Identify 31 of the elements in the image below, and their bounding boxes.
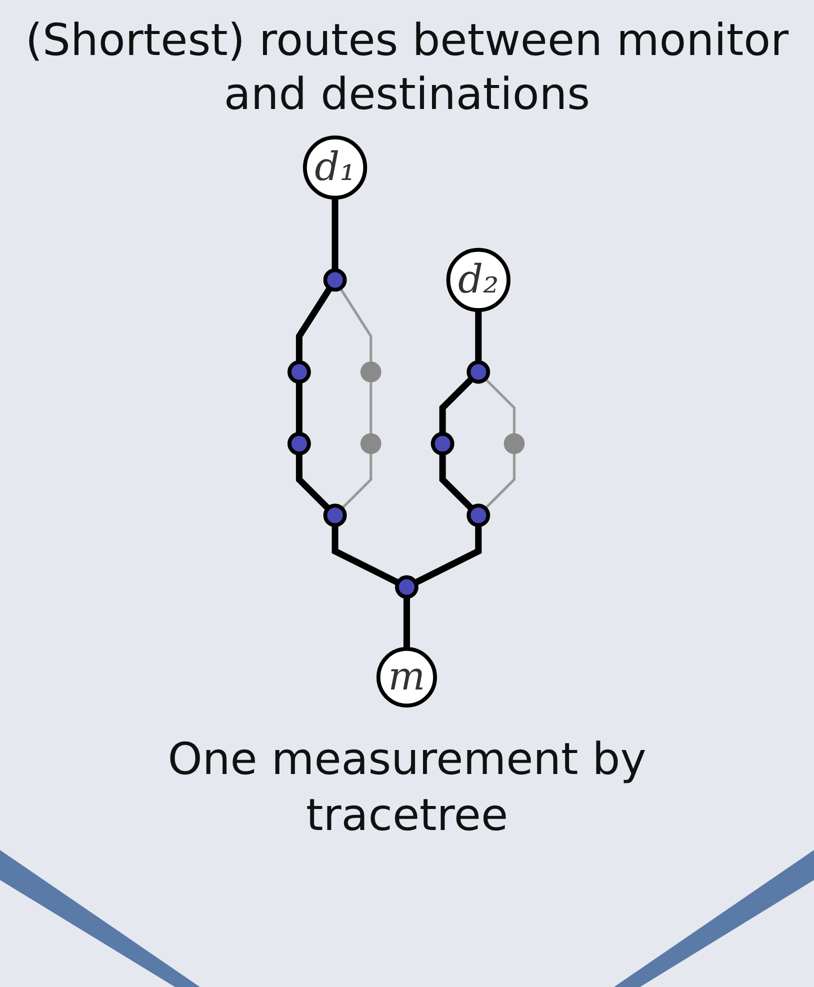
node-circle: [288, 432, 312, 456]
connector: [296, 286, 333, 362]
node-circle: m: [376, 646, 438, 708]
connector: [440, 376, 474, 434]
node-circle: [466, 360, 490, 384]
title: (Shortest) routes between monitor and destinations: [24, 14, 790, 122]
node-circle: [288, 360, 312, 384]
connector: [332, 198, 339, 270]
node-circle: [360, 362, 382, 382]
connector: [404, 596, 410, 649]
connector: [296, 382, 303, 434]
node-circle: [324, 268, 348, 292]
node-circle: d₂: [446, 248, 511, 312]
connector: [332, 525, 400, 586]
caption: One measurement by tracetree: [166, 733, 648, 843]
node-circle: [504, 433, 525, 454]
connector: [341, 453, 372, 510]
connector: [440, 453, 474, 511]
node-circle: [324, 504, 348, 528]
node-circle: [395, 575, 419, 599]
node-circle: [431, 432, 455, 456]
connector: [414, 525, 482, 586]
node-circle: [466, 504, 490, 528]
connector: [475, 310, 482, 362]
connector: [484, 378, 516, 434]
node-circle: [360, 433, 382, 454]
connector: [339, 287, 372, 362]
connector: [484, 453, 516, 510]
connector: [296, 453, 331, 511]
node-circle: d₁: [303, 135, 368, 200]
connector: [370, 382, 372, 434]
